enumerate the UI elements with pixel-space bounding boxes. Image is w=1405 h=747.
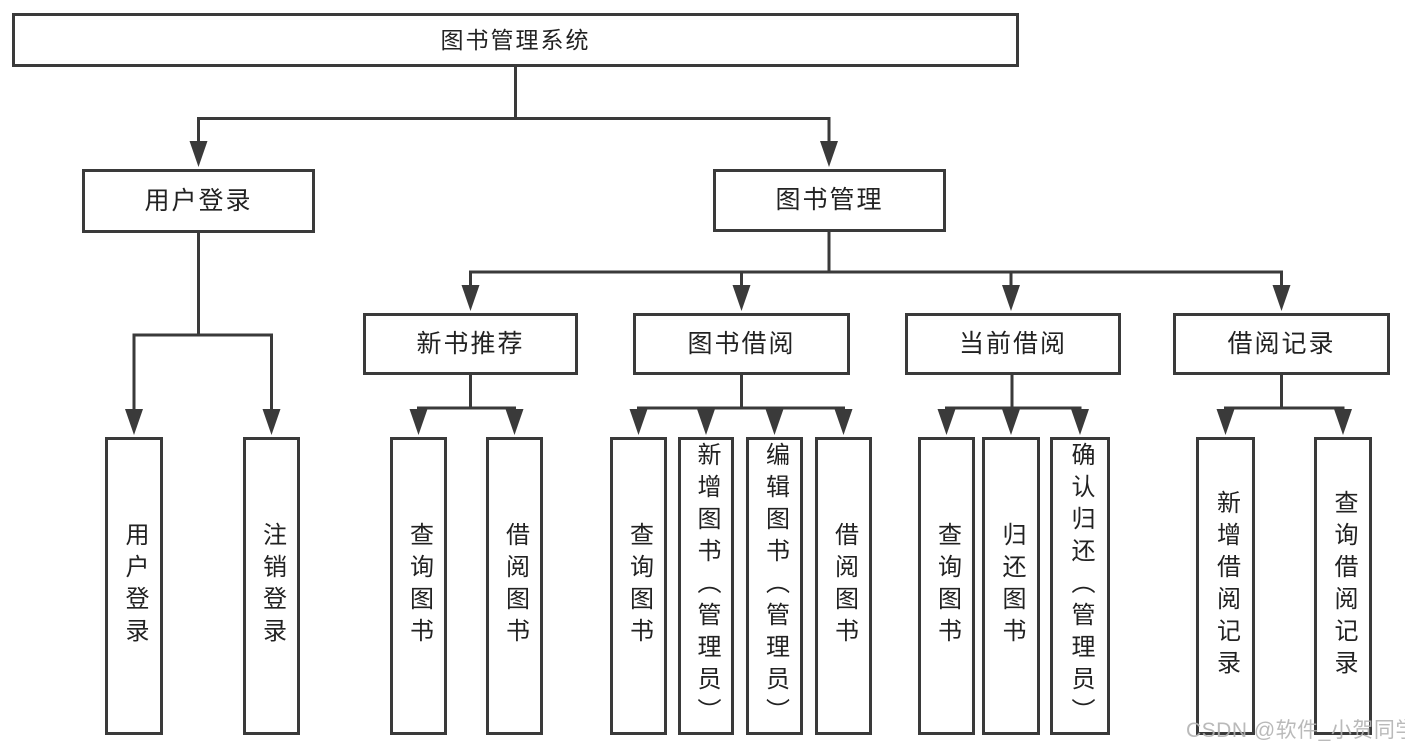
- connector-book-mgmt-branch: [469, 231, 1283, 287]
- leaf-query-borrow-record: 查询借阅记录: [1314, 437, 1372, 735]
- arrowhead-icon: [765, 409, 784, 435]
- node-label: 借阅记录: [1227, 329, 1336, 358]
- node-label: 图书借阅: [687, 329, 796, 358]
- arrowhead-icon: [409, 409, 428, 435]
- arrowhead-icon: [505, 409, 524, 435]
- leaf-recommend-query-books: 查询图书: [390, 437, 447, 735]
- arrowhead-icon: [1216, 409, 1235, 435]
- node-book-borrowing: 图书借阅: [633, 313, 850, 375]
- node-user-login: 用户登录: [82, 169, 315, 233]
- arrowhead-icon: [189, 141, 208, 167]
- leaf-edit-books-admin: 编辑图书（管理员）: [746, 437, 803, 735]
- node-borrow-records: 借阅记录: [1173, 313, 1390, 375]
- node-label: 用户登录: [121, 522, 148, 650]
- leaf-logout: 注销登录: [243, 437, 300, 735]
- connector-current-borrow-branch: [945, 374, 1082, 411]
- node-label: 查询图书: [405, 522, 433, 650]
- node-label: 编辑图书（管理员）: [761, 442, 789, 730]
- arrowhead-icon: [1272, 285, 1291, 311]
- leaf-return-books: 归还图书: [982, 437, 1040, 735]
- connector-root-branch: [197, 67, 831, 143]
- node-label: 查询图书: [933, 522, 961, 650]
- node-label: 图书管理: [775, 186, 884, 214]
- leaf-current-query-books: 查询图书: [918, 437, 975, 735]
- arrowhead-icon: [820, 141, 838, 167]
- node-label: 借阅图书: [501, 522, 529, 650]
- node-label: 当前借阅: [958, 329, 1067, 358]
- arrowhead-icon: [1002, 285, 1020, 311]
- arrowhead-icon: [1002, 409, 1020, 435]
- node-label: 确认归还（管理员）: [1067, 442, 1094, 730]
- leaf-user-login: 用户登录: [105, 437, 163, 735]
- connector-borrow-records-branch: [1224, 374, 1345, 411]
- watermark: CSDN @软件_小贺同学: [1186, 719, 1405, 742]
- arrowhead-icon: [125, 409, 143, 435]
- connector-user-login-branch: [132, 232, 273, 411]
- leaf-add-borrow-record: 新增借阅记录: [1196, 437, 1255, 735]
- leaf-recommend-borrow-books: 借阅图书: [486, 437, 543, 735]
- arrowhead-icon: [834, 409, 853, 435]
- leaf-borrowing-query-books: 查询图书: [610, 437, 667, 735]
- node-label: 归还图书: [998, 522, 1025, 650]
- node-label: 新增借阅记录: [1212, 490, 1240, 682]
- arrowhead-icon: [1071, 409, 1089, 435]
- node-current-borrowing: 当前借阅: [905, 313, 1121, 375]
- arrowhead-icon: [1334, 409, 1352, 435]
- node-label: 新增图书（管理员）: [693, 442, 720, 730]
- connector-new-book-rec-branch: [417, 374, 516, 411]
- node-root-system: 图书管理系统: [12, 13, 1019, 67]
- node-book-management: 图书管理: [713, 169, 946, 232]
- node-new-book-recommend: 新书推荐: [363, 313, 578, 375]
- arrowhead-icon: [629, 409, 648, 435]
- arrowhead-icon: [461, 285, 480, 311]
- node-label: 查询图书: [625, 522, 653, 650]
- arrowhead-icon: [262, 409, 281, 435]
- leaf-add-books-admin: 新增图书（管理员）: [678, 437, 734, 735]
- node-label: 新书推荐: [416, 329, 525, 358]
- node-label: 借阅图书: [830, 522, 858, 650]
- connector-book-borrow-branch: [637, 374, 845, 411]
- leaf-borrowing-borrow-books: 借阅图书: [815, 437, 872, 735]
- arrowhead-icon: [697, 409, 715, 435]
- arrowhead-icon: [732, 285, 751, 311]
- arrowhead-icon: [937, 409, 956, 435]
- node-label: 图书管理系统: [440, 26, 591, 53]
- node-label: 用户登录: [144, 186, 253, 215]
- leaf-confirm-return-admin: 确认归还（管理员）: [1050, 437, 1110, 735]
- node-label: 注销登录: [258, 522, 286, 650]
- node-label: 查询借阅记录: [1330, 490, 1357, 682]
